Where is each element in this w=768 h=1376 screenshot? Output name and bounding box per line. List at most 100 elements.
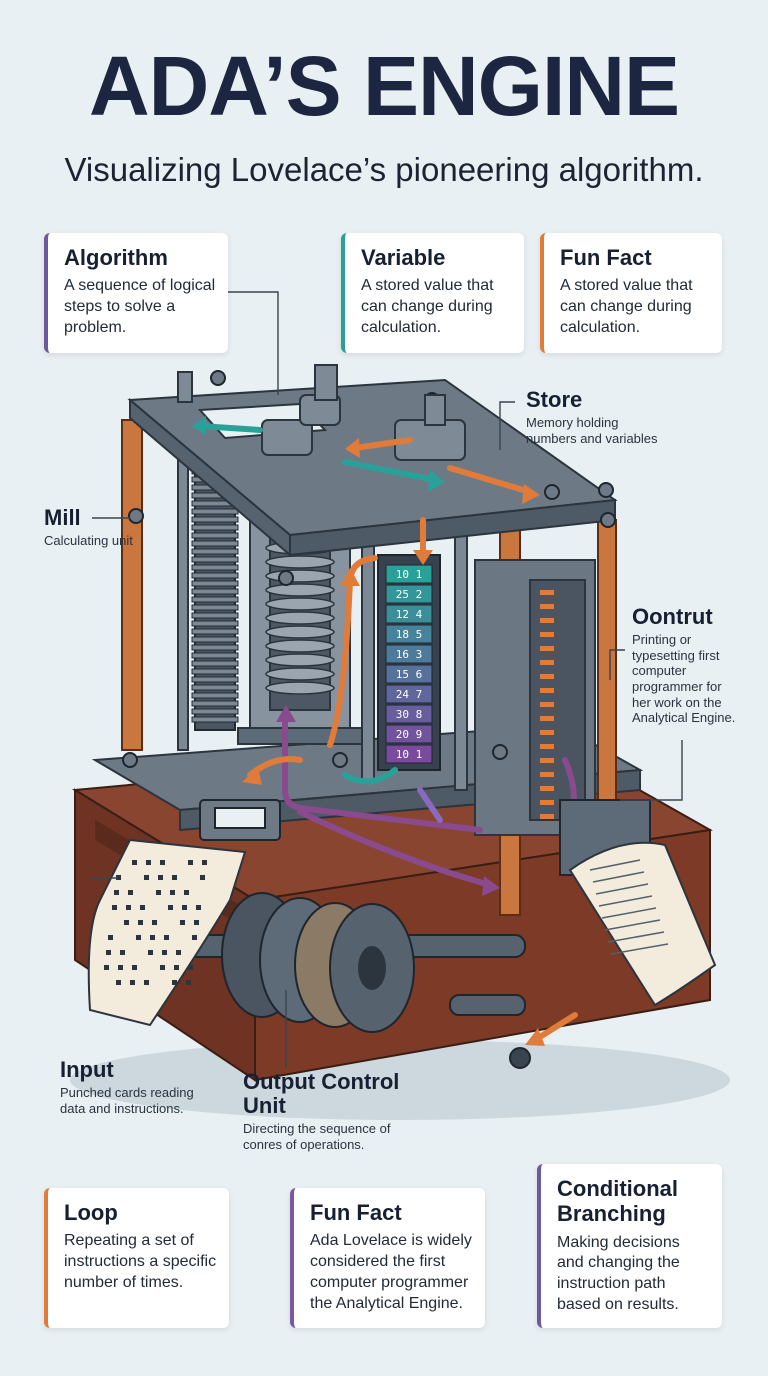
card-hole bbox=[104, 965, 109, 970]
output-unit bbox=[474, 559, 596, 836]
card-hole bbox=[138, 920, 143, 925]
bolt bbox=[492, 744, 508, 760]
bolt bbox=[128, 508, 144, 524]
mill-ring bbox=[191, 596, 239, 603]
output-tooth bbox=[540, 618, 554, 623]
variable-card: Variable A stored value that can change … bbox=[341, 233, 524, 353]
store-cell bbox=[385, 724, 433, 744]
mill-ring bbox=[191, 532, 239, 539]
store-cell bbox=[385, 604, 433, 624]
page-title: ADA’S ENGINE bbox=[88, 39, 680, 133]
mill-ring bbox=[191, 612, 239, 619]
card-hole bbox=[126, 905, 131, 910]
paper-text-line bbox=[589, 859, 641, 871]
mill-ring bbox=[191, 692, 239, 699]
card-hole bbox=[132, 860, 137, 865]
column-ring bbox=[265, 611, 335, 625]
card-hole bbox=[148, 950, 153, 955]
top-bearings bbox=[177, 364, 466, 461]
store-cell-value: 10 1 bbox=[396, 748, 423, 761]
card-hole bbox=[156, 890, 161, 895]
output-tooth bbox=[540, 772, 554, 777]
page-subtitle: Visualizing Lovelace’s pioneering algori… bbox=[64, 151, 704, 188]
bolt bbox=[600, 512, 616, 528]
card-hole bbox=[184, 890, 189, 895]
input-label: Input Punched cards reading data and ins… bbox=[60, 1057, 210, 1116]
card-hole bbox=[182, 905, 187, 910]
mill-ring bbox=[191, 700, 239, 707]
mill-label-text: Calculating unit bbox=[44, 533, 133, 549]
card-hole bbox=[118, 965, 123, 970]
card-hole bbox=[160, 965, 165, 970]
card-hole bbox=[174, 965, 179, 970]
mill-ring bbox=[191, 516, 239, 523]
card-title: Conditional Branching bbox=[557, 1176, 678, 1227]
store-cell-value: 18 5 bbox=[396, 628, 423, 641]
card-hole bbox=[144, 980, 149, 985]
output-tooth bbox=[540, 744, 554, 749]
output-label: Oontrut Printing or typesetting first co… bbox=[632, 604, 742, 726]
store-cell bbox=[385, 644, 433, 664]
mill-ring bbox=[191, 548, 239, 555]
card-hole bbox=[144, 875, 149, 880]
store-cell bbox=[385, 684, 433, 704]
store-cell bbox=[385, 564, 433, 584]
paper-text-line bbox=[592, 871, 645, 883]
mill-ring bbox=[191, 588, 239, 595]
mill-ring bbox=[191, 644, 239, 651]
column-ring bbox=[265, 681, 335, 695]
card-hole bbox=[196, 905, 201, 910]
fun-fact-bottom-card: Fun Fact Ada Lovelace is widely consider… bbox=[290, 1188, 485, 1328]
algorithm-card: Algorithm A sequence of logical steps to… bbox=[44, 233, 228, 353]
paper-text-line bbox=[604, 919, 661, 931]
store-cell-value: 12 4 bbox=[396, 608, 423, 621]
loop-card: Loop Repeating a set of instructions a s… bbox=[44, 1188, 229, 1328]
bolt bbox=[278, 570, 294, 586]
card-text: Repeating a set of instructions a specif… bbox=[64, 1232, 217, 1291]
mill-ring bbox=[191, 628, 239, 635]
store-cell-value: 16 3 bbox=[396, 648, 423, 661]
store-cell-value: 25 2 bbox=[396, 588, 423, 601]
card-hole bbox=[164, 935, 169, 940]
paper-text-line bbox=[598, 895, 653, 907]
card-hole bbox=[116, 875, 121, 880]
paper-text-line bbox=[610, 943, 669, 955]
card-hole bbox=[124, 920, 129, 925]
column-ring bbox=[265, 597, 335, 611]
card-hole bbox=[170, 890, 175, 895]
mill-ring bbox=[191, 556, 239, 563]
card-hole bbox=[146, 860, 151, 865]
output-tooth bbox=[540, 758, 554, 763]
mill-ring bbox=[191, 580, 239, 587]
bolt bbox=[332, 752, 348, 768]
card-hole bbox=[152, 920, 157, 925]
punched-card bbox=[87, 838, 247, 1027]
store-cell-value: 15 6 bbox=[396, 668, 423, 681]
paper-text-line bbox=[607, 931, 665, 943]
output-paper bbox=[568, 841, 717, 1007]
column-ring bbox=[265, 583, 335, 597]
card-hole bbox=[162, 950, 167, 955]
paper-text-line bbox=[595, 883, 649, 895]
card-title: Fun Fact bbox=[310, 1200, 402, 1225]
mill-ring bbox=[191, 540, 239, 547]
store-cell-value: 20 9 bbox=[396, 728, 423, 741]
store-label: Store Memory holding numbers and variabl… bbox=[526, 387, 666, 446]
card-title: Loop bbox=[64, 1200, 118, 1225]
output-tooth bbox=[540, 604, 554, 609]
control-unit-label-text: Directing the sequence of conres of oper… bbox=[243, 1121, 391, 1152]
card-hole bbox=[194, 920, 199, 925]
card-hole bbox=[106, 950, 111, 955]
leader-lines bbox=[90, 291, 683, 1068]
card-hole bbox=[188, 860, 193, 865]
card-hole bbox=[120, 950, 125, 955]
column-ring bbox=[265, 569, 335, 583]
column-ring bbox=[265, 625, 335, 639]
store-register: 10 125 212 418 516 315 624 730 820 910 1 bbox=[377, 554, 441, 771]
control-unit-label: Output Control Unit Directing the sequen… bbox=[243, 1069, 433, 1153]
top-flow-arrows bbox=[192, 416, 540, 565]
mill-ring bbox=[191, 684, 239, 691]
card-text: Making decisions and changing the instru… bbox=[557, 1233, 680, 1313]
card-hole bbox=[128, 890, 133, 895]
